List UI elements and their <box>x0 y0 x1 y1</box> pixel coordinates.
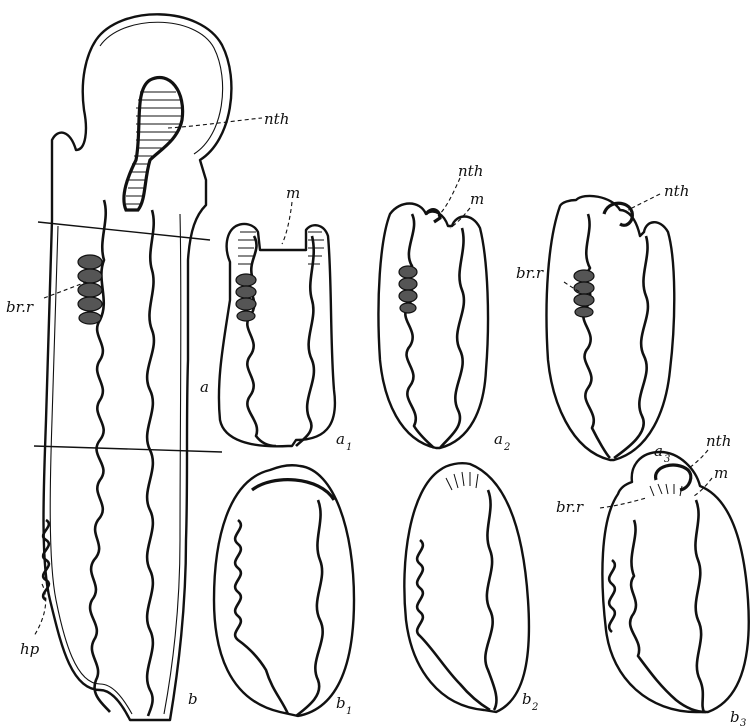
label-b2: b <box>522 690 532 708</box>
label-b1: b <box>336 694 346 712</box>
a2-gill-rings <box>399 266 417 313</box>
main-right-gut-wall <box>147 210 154 716</box>
label-hp: hp <box>20 640 40 658</box>
label-brr-main: br.r <box>6 298 34 316</box>
a3-right-wall <box>614 236 648 458</box>
b1-inner-cap <box>252 480 334 500</box>
main-neural-tube-hatching <box>126 92 182 204</box>
section-a1 <box>219 202 335 446</box>
b3-neural-tube <box>656 465 691 490</box>
label-nth-b3: nth <box>706 432 731 450</box>
a2-left-wall <box>405 214 434 448</box>
label-a1-sub: 1 <box>346 442 352 453</box>
b3-side-folds <box>609 560 615 632</box>
label-a2-sub: 2 <box>503 442 510 453</box>
section-a2 <box>378 178 488 448</box>
leader-brr-b3 <box>600 498 646 508</box>
main-longitudinal-section <box>34 14 262 720</box>
b2-outline <box>404 463 529 712</box>
b1-right-wall <box>296 500 323 716</box>
label-a3-sub: 3 <box>664 454 670 465</box>
section-line-b <box>34 446 222 452</box>
section-b2 <box>404 463 529 712</box>
a1-outline <box>219 224 335 446</box>
leader-nth-a3 <box>628 194 660 210</box>
b2-left-wall <box>417 540 490 710</box>
a1-right-wall <box>296 236 314 446</box>
section-b1 <box>214 465 354 716</box>
main-gill-rings <box>78 255 102 324</box>
main-neural-tube <box>124 78 183 210</box>
b3-right-wall <box>695 500 704 712</box>
b2-right-wall <box>485 490 496 710</box>
main-hypophysis-fold <box>43 520 49 600</box>
label-nth-a3: nth <box>664 182 689 200</box>
label-b2-sub: 2 <box>531 702 538 713</box>
a3-left-wall <box>583 214 610 458</box>
section-line-a <box>38 222 210 240</box>
label-b3: b <box>730 708 740 726</box>
label-a1: a <box>336 430 345 448</box>
leader-m-a1 <box>282 202 292 244</box>
label-brr-b3: br.r <box>556 498 584 516</box>
label-brr-a3: br.r <box>516 264 544 282</box>
label-b: b <box>188 690 198 708</box>
a2-outline <box>378 204 488 449</box>
b2-hatch-band <box>446 472 478 490</box>
label-b3-sub: 3 <box>740 718 746 727</box>
label-m-a1: m <box>286 184 300 202</box>
a2-right-wall <box>440 228 464 448</box>
a1-left-wall <box>247 236 276 446</box>
b3-outline <box>602 452 748 712</box>
section-b3 <box>600 450 749 712</box>
label-b1-sub: 1 <box>346 706 352 717</box>
leader-nth-a2 <box>438 178 460 216</box>
label-nth-a2: nth <box>458 162 483 180</box>
b1-left-wall <box>235 520 288 714</box>
label-a2: a <box>494 430 503 448</box>
section-a3 <box>547 194 675 460</box>
a3-outline <box>547 196 675 460</box>
b3-hatch-band <box>650 484 682 496</box>
a1-hatch-right <box>308 232 324 264</box>
label-a: a <box>200 378 209 396</box>
label-m-a2: m <box>470 190 484 208</box>
label-nth-main: nth <box>264 110 289 128</box>
label-m-b3: m <box>714 464 728 482</box>
